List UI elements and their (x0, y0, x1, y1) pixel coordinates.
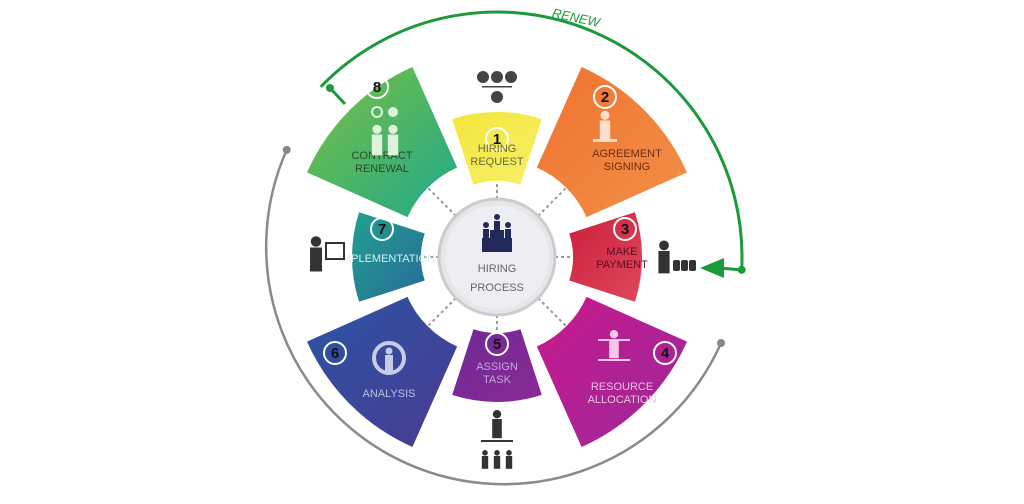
renew-arrowhead-icon (700, 258, 724, 278)
step-label-line: TASK (483, 374, 512, 386)
step-number: 3 (621, 221, 629, 238)
step-label-line: MAKE (606, 246, 637, 258)
step-number-ring (323, 341, 347, 365)
spoke-connector (537, 297, 568, 328)
step-number: 1 (493, 131, 501, 148)
step-number-ring (653, 341, 677, 365)
signing-person-icon (593, 110, 617, 142)
step-label-line: REQUEST (470, 156, 523, 168)
step-label-line: ANALYSIS (363, 388, 416, 400)
step-number-ring (365, 75, 389, 99)
step-label-line: ASSIGN (476, 361, 518, 373)
step-number: 6 (331, 345, 339, 362)
person-balance-icon (598, 330, 630, 361)
step-label-line: IMPLEMENTATION (339, 253, 435, 265)
step-label-line: RENEWAL (355, 163, 409, 175)
step-label-line: PAYMENT (596, 259, 648, 271)
step-label-line: HIRING (478, 143, 517, 155)
step-number-ring (613, 217, 637, 241)
org-group-icon (477, 71, 517, 103)
renew-start-dot (326, 84, 334, 92)
step-label-line: RESOURCE (591, 381, 653, 393)
center-title-line1: HIRING (478, 263, 517, 275)
step-number-ring (593, 85, 617, 109)
renew-end-dot (737, 265, 746, 274)
step-number: 5 (493, 336, 501, 353)
step-number-ring (370, 217, 394, 241)
return-arc-start-dot (282, 145, 291, 154)
step-label-line: SIGNING (604, 161, 650, 173)
step-label-line: ALLOCATION (588, 394, 657, 406)
center-title-line2: PROCESS (470, 282, 524, 294)
step-label-line: AGREEMENT (592, 148, 662, 160)
center-hub: HIRING PROCESS (437, 197, 557, 317)
podium-people-icon (482, 214, 512, 252)
spoke-connector (426, 186, 457, 217)
return-arc (264, 149, 723, 486)
presenter-icon (310, 236, 345, 272)
step-number-ring (485, 127, 509, 151)
cycle-person-icon (372, 341, 406, 375)
step-number: 7 (378, 221, 386, 238)
renew-arc (319, 10, 744, 270)
return-arc-end-dot (717, 339, 726, 348)
step-number: 4 (661, 345, 670, 362)
step-number: 8 (373, 79, 381, 96)
person-coins-icon (658, 240, 696, 274)
spoke-connector (426, 297, 457, 328)
people-gears-icon (371, 106, 399, 156)
step-number: 2 (601, 89, 609, 106)
step-number-ring (485, 332, 509, 356)
hierarchy-icon (481, 410, 513, 469)
spoke-connector (537, 186, 568, 217)
